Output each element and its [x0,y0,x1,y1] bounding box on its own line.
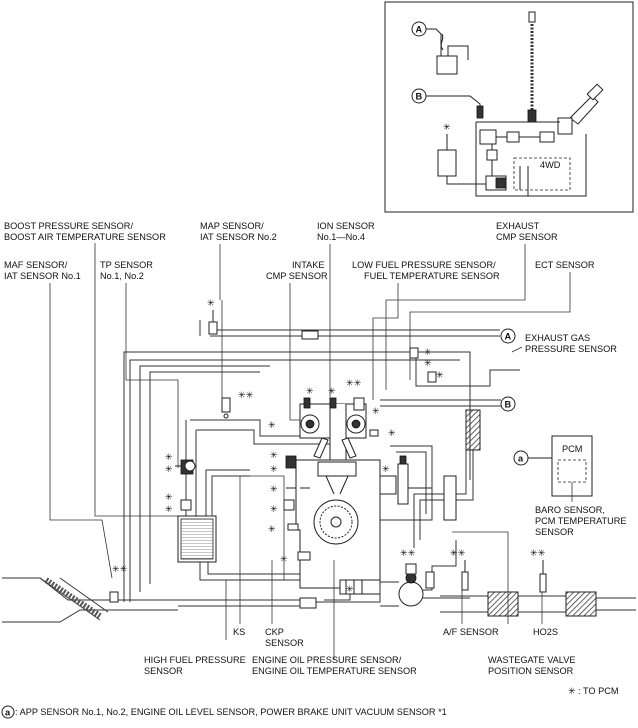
svg-text:A: A [416,25,423,35]
svg-text:a: a [5,708,11,718]
svg-text:✳: ✳ [270,464,278,474]
oil-label-line1: ENGINE OIL PRESSURE SENSOR/ [252,655,402,665]
bottom-labels: KS CKP SENSOR A/F SENSOR HO2S HIGH FUEL … [144,627,575,676]
pcm-unit: PCM a [513,435,593,502]
exhaust-gas-label-line1: EXHAUST GAS [525,333,590,343]
svg-text:✳✳: ✳✳ [530,548,546,558]
maf-label-line1: MAF SENSOR/ [4,260,68,270]
baro-label-line2: PCM TEMPERATURE [535,516,627,526]
svg-text:✳: ✳ [372,406,380,416]
svg-text:✳: ✳ [328,386,336,396]
marker-b-inset: B [411,88,427,104]
svg-text:✳: ✳ [165,504,173,514]
svg-text:✳: ✳ [424,347,432,357]
wastegate-label-line2: POSITION SENSOR [488,666,574,676]
svg-text:✳: ✳ [382,464,390,474]
svg-text:✳: ✳ [165,464,173,474]
svg-text:✳✳: ✳✳ [450,548,466,558]
exhaust-gas-label-line2: PRESSURE SENSOR [525,344,617,354]
maf-label-line2: IAT SENSOR No.1 [4,271,81,281]
oil-label-line2: ENGINE OIL TEMPERATURE SENSOR [252,666,417,676]
svg-text:✳: ✳ [270,504,278,514]
ks-label: KS [233,627,245,637]
svg-text:✳: ✳ [270,450,278,460]
svg-text:✳✳: ✳✳ [112,564,128,574]
low-fuel-label-line1: LOW FUEL PRESSURE SENSOR/ [352,260,496,270]
inset-fuel-system: A B 4WD ✳ [384,1,634,213]
svg-text:✳: ✳ [568,686,576,696]
bottom-leader-lines [225,475,543,660]
svg-text:✳✳: ✳✳ [400,548,416,558]
svg-text:✳: ✳ [268,420,276,430]
footnote-legend: : APP SENSOR No.1, No.2, ENGINE OIL LEVE… [15,707,447,717]
svg-text:✳: ✳ [436,370,444,380]
wastegate-label-line1: WASTEGATE VALVE [488,655,575,665]
low-fuel-label-line2: FUEL TEMPERATURE SENSOR [364,271,500,281]
intake-cmp-label-line1: INTAKE [292,260,325,270]
ion-label-line1: ION SENSOR [317,221,375,231]
boost-label-line2: BOOST AIR TEMPERATURE SENSOR [4,232,166,242]
ect-label: ECT SENSOR [535,260,595,270]
marker-b-main: B [500,396,516,412]
exhaust-cmp-label-line1: EXHAUST [496,221,540,231]
svg-text:✳: ✳ [443,122,451,132]
high-fuel-label-line1: HIGH FUEL PRESSURE [144,655,246,665]
map-label-line1: MAP SENSOR/ [200,221,264,231]
baro-label-line1: BARO SENSOR, [535,505,605,515]
marker-a-inset: A [411,21,427,37]
ckp-label-line2: SENSOR [265,638,304,648]
boost-label-line1: BOOST PRESSURE SENSOR/ [4,221,133,231]
ion-label-line2: No.1—No.4 [317,232,365,242]
marker-a-main: A [500,328,516,344]
svg-text:✳: ✳ [268,524,276,534]
svg-text:✳: ✳ [165,492,173,502]
legend: ✳ : TO PCM a : APP SENSOR No.1, No.2, EN… [1,686,619,719]
map-label-line2: IAT SENSOR No.2 [200,232,277,242]
exhaust-cmp-label-line2: CMP SENSOR [496,232,558,242]
svg-text:B: B [505,400,512,410]
svg-text:✳: ✳ [165,452,173,462]
svg-text:✳: ✳ [388,428,396,438]
svg-text:✳✳: ✳✳ [346,378,362,388]
svg-text:✳: ✳ [424,358,432,368]
intake-cmp-label-line2: CMP SENSOR [266,271,328,281]
svg-text:✳: ✳ [306,386,314,396]
tp-label-line2: No.1, No.2 [100,271,144,281]
high-fuel-label-line2: SENSOR [144,666,183,676]
ckp-label-line1: CKP [265,627,284,637]
svg-text:✳✳: ✳✳ [238,390,254,400]
tp-label-line1: TP SENSOR [100,260,153,270]
af-sensor-label: A/F SENSOR [443,627,499,637]
svg-text:A: A [505,332,512,342]
svg-text:✳: ✳ [207,298,215,308]
to-pcm-legend: : TO PCM [578,686,619,696]
pcm-label: PCM [562,444,582,454]
svg-text:B: B [416,92,423,102]
top-labels: BOOST PRESSURE SENSOR/ BOOST AIR TEMPERA… [4,221,617,354]
baro-label-line3: SENSOR [535,527,574,537]
svg-text:✳: ✳ [270,484,278,494]
svg-text:✳: ✳ [346,584,354,594]
leader-lines [49,243,571,579]
ho2s-label: HO2S [533,627,558,637]
fourwd-label: 4WD [540,160,561,170]
svg-text:a: a [518,454,524,464]
